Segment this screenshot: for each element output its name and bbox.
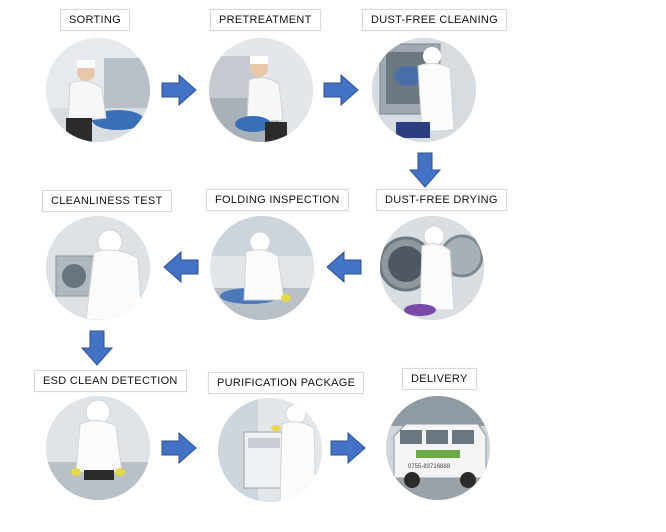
- flow-arrow-left-1: [163, 251, 199, 283]
- step-label-folding-inspection: FOLDING INSPECTION: [206, 189, 349, 211]
- purification-package-photo: [218, 398, 322, 502]
- pretreatment-photo: [209, 38, 313, 142]
- flow-arrow-right-3: [161, 432, 197, 464]
- step-label-dust-free-drying: DUST-FREE DRYING: [376, 189, 507, 211]
- sorting-photo: [46, 38, 150, 142]
- dust-free-drying-photo: [380, 216, 484, 320]
- flow-arrow-down-1: [409, 152, 441, 188]
- flow-arrow-left-2: [326, 251, 362, 283]
- step-label-cleanliness-test: CLEANLINESS TEST: [42, 190, 172, 212]
- flow-arrow-down-2: [81, 330, 113, 366]
- delivery-photo: 0755-83716888: [386, 396, 490, 500]
- folding-inspection-photo: [210, 216, 314, 320]
- flow-arrow-right-2: [323, 74, 359, 106]
- flow-arrow-right-1: [161, 74, 197, 106]
- step-label-delivery: DELIVERY: [402, 368, 477, 390]
- step-label-purification-package: PURIFICATION PACKAGE: [208, 372, 365, 394]
- flow-arrow-right-4: [330, 432, 366, 464]
- van-phone-text: 0755-83716888: [408, 464, 451, 470]
- step-label-sorting: SORTING: [60, 9, 131, 31]
- cleanliness-test-photo: [46, 216, 150, 320]
- step-label-dust-free-cleaning: DUST-FREE CLEANING: [362, 9, 508, 31]
- step-label-pretreatment: PRETREATMENT: [210, 9, 321, 31]
- dust-free-cleaning-photo: [372, 38, 476, 142]
- step-label-esd-clean-detection: ESD CLEAN DETECTION: [34, 370, 187, 392]
- esd-clean-detection-photo: [46, 396, 150, 500]
